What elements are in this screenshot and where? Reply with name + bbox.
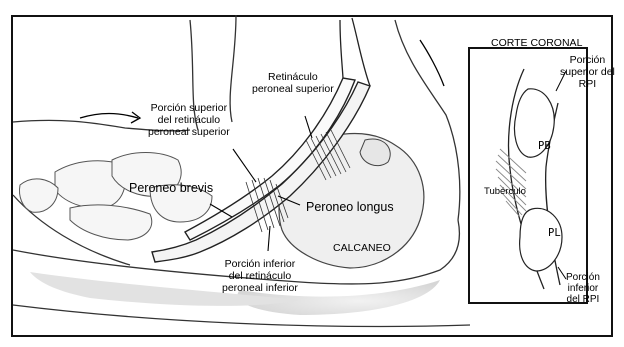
- label-retinaculo-superior: Retináculo peroneal superior: [252, 72, 334, 96]
- label-porcion-inferior-rpi: Porción inferior del RPI: [566, 272, 600, 306]
- label-tuberculo: Tubérculo: [484, 187, 526, 198]
- label-pb: PB: [538, 141, 551, 153]
- label-porcion-superior-rpi: Porción superior del RPI: [560, 55, 615, 90]
- tuberculo-hatching: [496, 149, 526, 217]
- label-porcion-superior: Porción superior del retináculo peroneal…: [148, 103, 230, 138]
- leader-porcion-inf-rpi: [558, 267, 566, 279]
- tendon-proximal: [340, 18, 370, 86]
- label-calcaneo: CALCANEO: [333, 243, 391, 255]
- label-pl: PL: [548, 228, 561, 240]
- label-peroneo-longus: Peroneo longus: [306, 200, 394, 214]
- label-porcion-inferior: Porción inferior del retináculo peroneal…: [222, 259, 298, 294]
- label-peroneo-brevis: Peroneo brevis: [129, 181, 213, 195]
